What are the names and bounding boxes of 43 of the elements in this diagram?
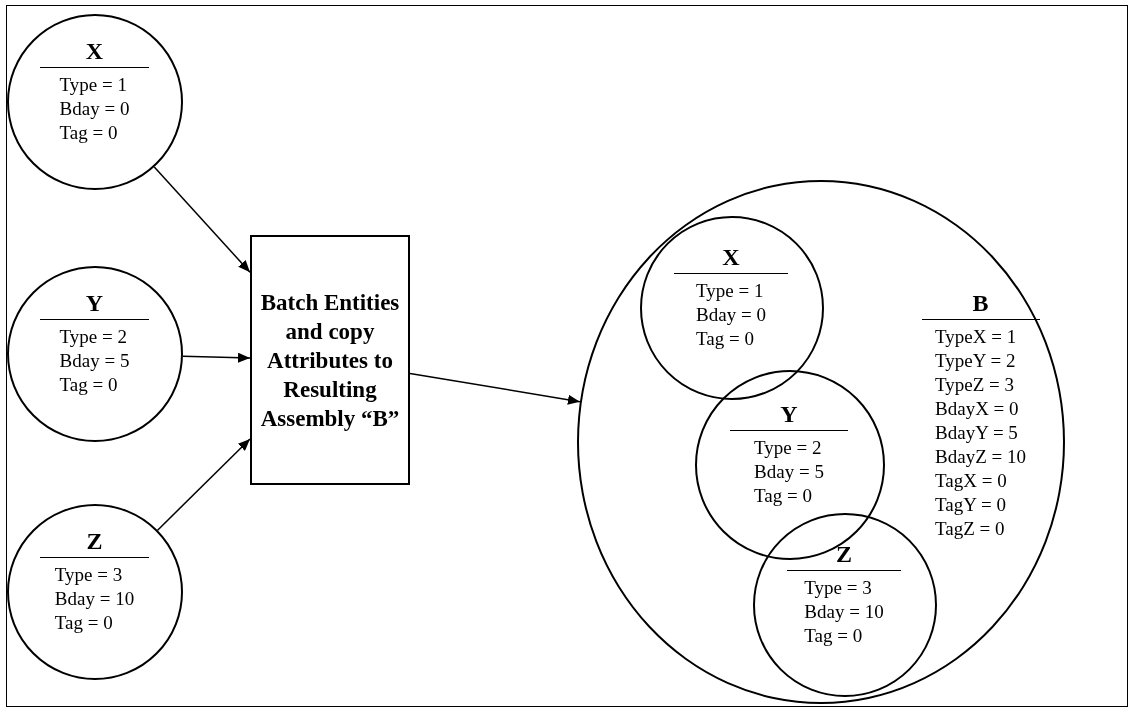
attribute-text: Tag = 0: [59, 121, 118, 145]
entity-name: X: [85, 38, 104, 64]
attribute-text: Tag = 0: [696, 326, 754, 351]
attribute-text: Bday = 5: [754, 459, 824, 484]
process-box: [250, 235, 410, 485]
attribute-text: BdayY = 5: [935, 420, 1018, 445]
attribute-text: Tag = 0: [59, 373, 118, 397]
entity-circle: [639, 215, 824, 400]
attribute-text: Bday = 10: [804, 599, 884, 624]
process-label: Batch Entities and copy Attributes to Resulting Assembly “B”: [259, 288, 401, 433]
entity-circle: [752, 512, 937, 697]
entity-name: Y: [85, 290, 104, 316]
attribute-text: TagX = 0: [935, 468, 1007, 493]
arrow: [182, 352, 251, 363]
attribute-text: Type = 3: [54, 563, 123, 587]
attribute-text: TypeZ = 3: [935, 372, 1015, 397]
arrow: [153, 166, 251, 273]
attribute-text: Type = 1: [59, 73, 127, 97]
attribute-text: TypeX = 1: [935, 324, 1017, 349]
attribute-text: Bday = 5: [59, 349, 130, 373]
arrow: [156, 438, 251, 531]
attribute-text: BdayX = 0: [935, 396, 1019, 421]
attribute-text: BdayZ = 10: [935, 444, 1026, 469]
entity-name: X: [722, 243, 740, 270]
attribute-text: Type = 3: [804, 575, 872, 600]
attribute-text: Type = 1: [696, 278, 764, 303]
attribute-text: Tag = 0: [754, 483, 812, 508]
entity-circle: [694, 369, 885, 560]
attribute-text: TypeY = 2: [935, 348, 1016, 373]
entity-name: B: [972, 289, 989, 316]
attribute-text: Type = 2: [59, 325, 127, 349]
attribute-text: Tag = 0: [54, 611, 113, 635]
arrow: [409, 372, 581, 405]
attribute-text: Type = 2: [754, 435, 822, 460]
entity-name: Z: [836, 540, 852, 567]
attribute-text: TagZ = 0: [935, 516, 1005, 541]
attribute-text: Bday = 0: [696, 302, 766, 327]
entity-name: Y: [780, 400, 798, 427]
attribute-text: Bday = 10: [54, 587, 135, 611]
attribute-text: TagY = 0: [935, 492, 1006, 517]
attribute-text: Tag = 0: [804, 623, 863, 648]
attribute-text: Bday = 0: [59, 97, 130, 121]
entity-name: Z: [86, 528, 103, 554]
